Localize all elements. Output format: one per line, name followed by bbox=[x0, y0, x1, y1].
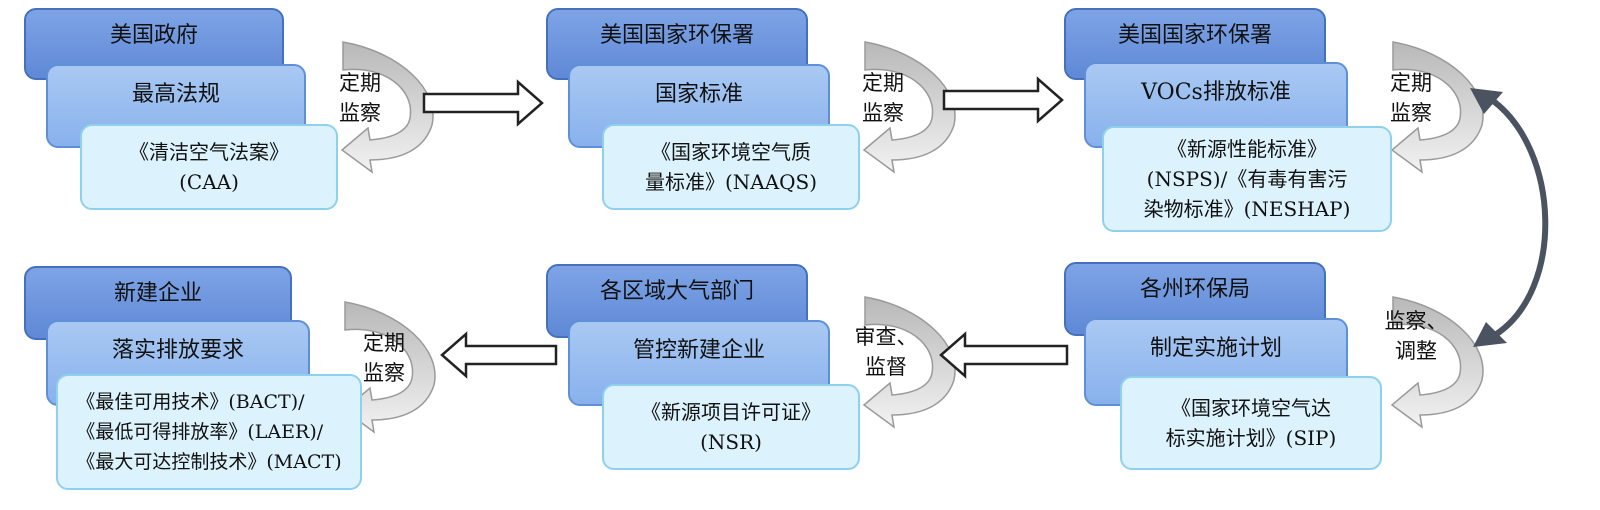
label-periodic-supervision-4: 定期监察 bbox=[363, 331, 405, 385]
curved-arrow-3 bbox=[1390, 41, 1484, 174]
flow-arrow-left-2 bbox=[440, 331, 558, 379]
law-box-caa: 《清洁空气法案》(CAA) bbox=[80, 124, 338, 210]
label-supervise-adjust: 监察、调整 bbox=[1384, 309, 1448, 363]
law-box-bact-laer-mact: 《最佳可用技术》(BACT)/《最低可得排放率》(LAER)/《最大可达控制技术… bbox=[56, 374, 362, 490]
curved-arrow-4 bbox=[342, 301, 436, 434]
label-periodic-supervision-3: 定期监察 bbox=[1390, 71, 1432, 125]
curved-arrow-5 bbox=[862, 296, 956, 429]
label-periodic-supervision-2: 定期监察 bbox=[862, 71, 904, 125]
feedback-double-arrow bbox=[1470, 88, 1549, 347]
curved-arrow-1 bbox=[340, 41, 434, 174]
law-box-naaqs: 《国家环境空气质量标准》(NAAQS) bbox=[602, 124, 860, 210]
label-periodic-supervision-1: 定期监察 bbox=[339, 71, 381, 125]
flow-arrow-right-1 bbox=[422, 79, 544, 127]
law-box-sip: 《国家环境空气达标实施计划》(SIP) bbox=[1120, 376, 1382, 470]
law-box-nsr: 《新源项目许可证》(NSR) bbox=[602, 384, 860, 470]
flow-arrow-left-1 bbox=[939, 331, 1069, 379]
curved-arrow-6 bbox=[1390, 296, 1484, 429]
curved-arrow-2 bbox=[862, 41, 956, 174]
law-box-nsps-neshap: 《新源性能标准》(NSPS)/《有毒有害污染物标准》(NESHAP) bbox=[1102, 126, 1392, 232]
label-review-oversight: 审查、监督 bbox=[854, 325, 918, 379]
flow-arrow-right-2 bbox=[942, 76, 1064, 124]
